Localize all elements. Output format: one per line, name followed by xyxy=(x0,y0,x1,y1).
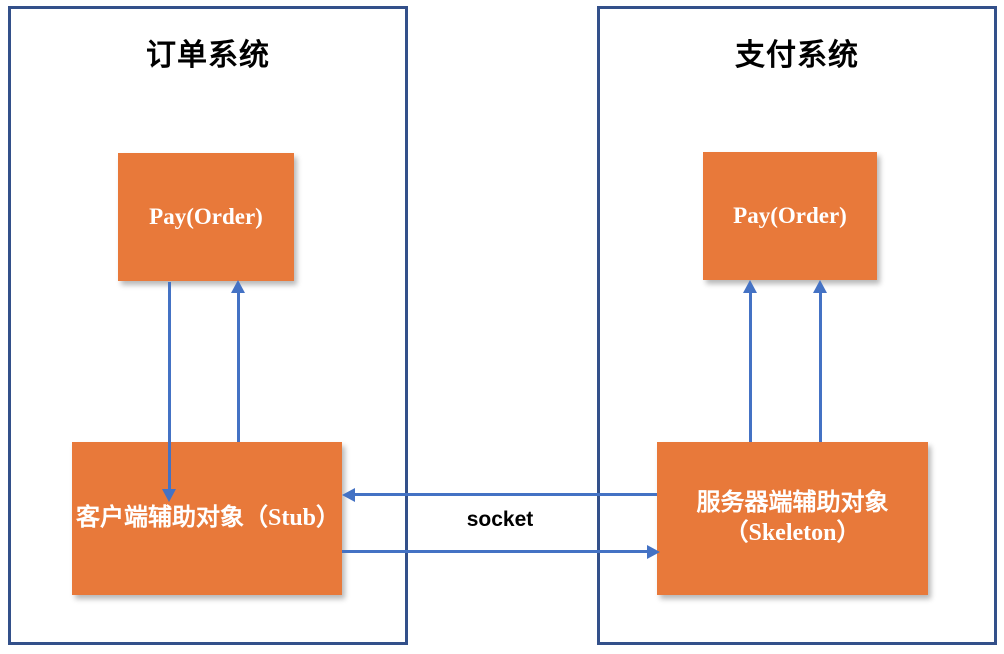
box-pay-order-left: Pay(Order) xyxy=(118,153,294,281)
arrow-line-stub-to-pay xyxy=(237,290,240,442)
panel-title-payment-system: 支付系统 xyxy=(735,39,859,72)
panel-title-order-system: 订单系统 xyxy=(146,39,270,72)
box-client-stub-label: 客户端辅助对象（Stub） xyxy=(76,504,341,531)
arrow-head-stub-to-pay xyxy=(231,280,245,293)
box-server-skeleton-label: 服务器端辅助对象（Skeleton） xyxy=(696,490,889,546)
arrow-line-stub-to-skeleton xyxy=(342,550,647,553)
connector-label-socket: socket xyxy=(466,508,534,531)
arrow-line-skeleton-to-pay-a xyxy=(749,290,752,442)
panel-payment-system xyxy=(597,6,997,645)
panel-order-system xyxy=(8,6,408,645)
arrow-line-skeleton-to-pay-b xyxy=(819,290,822,442)
arrow-head-skeleton-to-pay-b xyxy=(813,280,827,293)
box-server-skeleton: 服务器端辅助对象（Skeleton） xyxy=(657,442,928,595)
arrow-head-pay-to-stub xyxy=(162,489,176,502)
arrow-line-pay-to-stub xyxy=(168,282,171,495)
arrow-head-stub-to-skeleton xyxy=(647,545,660,559)
box-pay-order-left-label: Pay(Order) xyxy=(149,203,263,229)
box-pay-order-right: Pay(Order) xyxy=(703,152,877,280)
arrow-line-skeleton-to-stub xyxy=(352,493,657,496)
box-client-stub: 客户端辅助对象（Stub） xyxy=(72,442,342,595)
arrow-head-skeleton-to-pay-a xyxy=(743,280,757,293)
box-pay-order-right-label: Pay(Order) xyxy=(733,202,847,228)
arrow-head-skeleton-to-stub xyxy=(342,488,355,502)
